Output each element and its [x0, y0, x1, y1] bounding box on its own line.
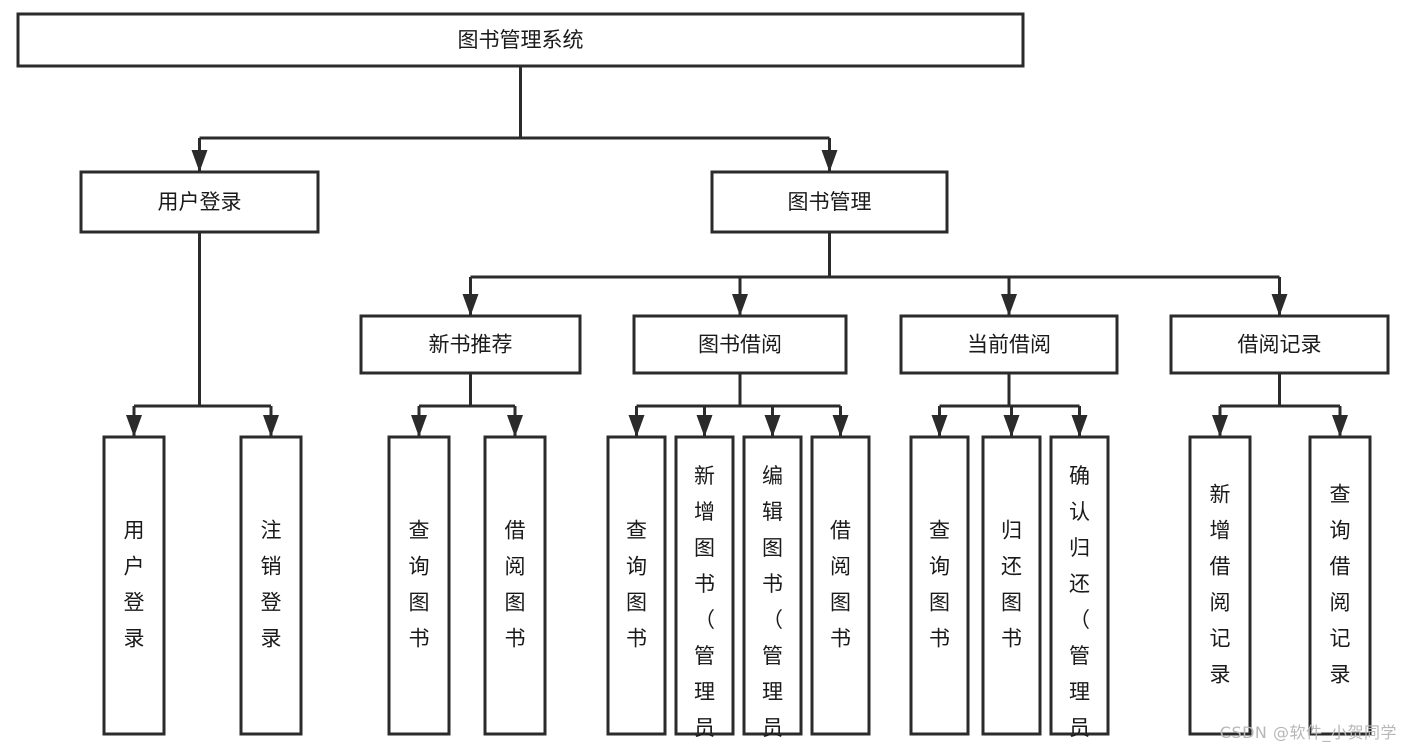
node-box-book-borrow [632, 314, 848, 375]
node-label-book-borrow: 图书借阅 [698, 333, 782, 357]
arrow-head-icon [507, 415, 523, 437]
node-root[interactable]: 图书管理系统 [16, 12, 1025, 68]
node-label-new-book-recommend: 新书推荐 [429, 333, 513, 357]
arrow-head-icon [1001, 294, 1017, 316]
node-label-current-return-book: 归还图书 [1001, 519, 1022, 651]
arrow-head-icon [263, 415, 279, 437]
arrow-head-icon [732, 294, 748, 316]
node-current-return-book[interactable]: 归还图书 [981, 435, 1042, 736]
node-box-book-management [710, 170, 949, 234]
node-borrow-borrow-book[interactable]: 借阅图书 [810, 435, 871, 736]
node-box-current-confirm-return-admin [1049, 435, 1110, 736]
arrow-head-icon [628, 415, 645, 437]
arrow-head-icon [832, 415, 849, 437]
node-label-current-borrow: 当前借阅 [967, 333, 1051, 357]
node-record-query[interactable]: 查询借阅记录 [1308, 435, 1372, 736]
node-label-current-query-book: 查询图书 [929, 519, 950, 651]
node-label-root: 图书管理系统 [458, 28, 584, 52]
node-label-recommend-borrow-book: 借阅图书 [505, 519, 526, 651]
arrow-head-icon [1212, 415, 1228, 437]
node-recommend-query-book[interactable]: 查询图书 [387, 435, 451, 736]
node-record-add[interactable]: 新增借阅记录 [1188, 435, 1252, 736]
node-box-current-query-book [909, 435, 970, 736]
arrow-head-icon [462, 294, 479, 316]
node-label-record-query: 查询借阅记录 [1330, 483, 1351, 687]
node-label-user-login: 用户登录 [158, 190, 242, 214]
node-recommend-borrow-book[interactable]: 借阅图书 [483, 435, 547, 736]
node-box-recommend-borrow-book [483, 435, 547, 736]
arrow-head-icon [764, 415, 781, 437]
arrow-head-icon [126, 415, 142, 437]
node-label-recommend-query-book: 查询图书 [409, 519, 430, 651]
node-borrow-edit-book-admin[interactable]: 编辑图书（管理员） [742, 435, 803, 747]
node-box-root [16, 12, 1025, 68]
node-box-current-return-book [981, 435, 1042, 736]
csdn-watermark: CSDN @软件_小贺同学 [1219, 723, 1397, 742]
arrow-head-icon [1071, 415, 1088, 437]
node-user-login-do[interactable]: 用户登录 [102, 435, 166, 736]
node-label-record-add: 新增借阅记录 [1210, 483, 1231, 687]
node-box-recommend-query-book [387, 435, 451, 736]
node-book-borrow[interactable]: 图书借阅 [632, 314, 848, 375]
node-borrow-add-book-admin[interactable]: 新增图书（管理员） [674, 435, 735, 747]
node-current-query-book[interactable]: 查询图书 [909, 435, 970, 736]
node-box-borrow-edit-book-admin [742, 435, 803, 736]
node-label-user-logout: 注销登录 [261, 519, 282, 651]
node-box-new-book-recommend [359, 314, 582, 375]
arrow-head-icon [931, 415, 948, 437]
node-box-user-login [79, 170, 320, 234]
arrow-head-icon [696, 415, 713, 437]
node-label-borrow-add-book-admin: 新增图书（管理员） [694, 464, 715, 747]
node-label-borrow-record: 借阅记录 [1238, 333, 1322, 357]
node-current-confirm-return-admin[interactable]: 确认归还（管理员） [1049, 435, 1110, 747]
node-box-record-add [1188, 435, 1252, 736]
node-borrow-record[interactable]: 借阅记录 [1169, 314, 1390, 375]
node-borrow-query-book[interactable]: 查询图书 [606, 435, 667, 736]
node-label-borrow-borrow-book: 借阅图书 [830, 519, 851, 651]
node-user-logout[interactable]: 注销登录 [239, 435, 303, 736]
node-box-current-borrow [899, 314, 1119, 375]
node-current-borrow[interactable]: 当前借阅 [899, 314, 1119, 375]
nodes-layer: 图书管理系统用户登录用户登录注销登录图书管理新书推荐查询图书借阅图书图书借阅查询… [16, 12, 1390, 747]
node-book-management[interactable]: 图书管理 [710, 170, 949, 234]
node-box-borrow-record [1169, 314, 1390, 375]
node-box-borrow-borrow-book [810, 435, 871, 736]
arrow-head-icon [1003, 415, 1020, 437]
arrow-head-icon [411, 415, 427, 437]
arrow-head-icon [1332, 415, 1348, 437]
node-box-borrow-query-book [606, 435, 667, 736]
node-box-record-query [1308, 435, 1372, 736]
node-user-login[interactable]: 用户登录 [79, 170, 320, 234]
node-label-borrow-query-book: 查询图书 [626, 519, 647, 651]
node-box-user-logout [239, 435, 303, 736]
arrow-head-icon [191, 150, 208, 172]
node-label-borrow-edit-book-admin: 编辑图书（管理员） [762, 464, 783, 747]
node-label-current-confirm-return-admin: 确认归还（管理员） [1069, 464, 1090, 747]
node-new-book-recommend[interactable]: 新书推荐 [359, 314, 582, 375]
node-box-borrow-add-book-admin [674, 435, 735, 736]
connectors-layer [126, 66, 1348, 437]
arrow-head-icon [1271, 294, 1288, 316]
node-label-book-management: 图书管理 [788, 190, 872, 214]
node-label-user-login-do: 用户登录 [124, 519, 145, 651]
arrow-head-icon [821, 150, 838, 172]
node-box-user-login-do [102, 435, 166, 736]
